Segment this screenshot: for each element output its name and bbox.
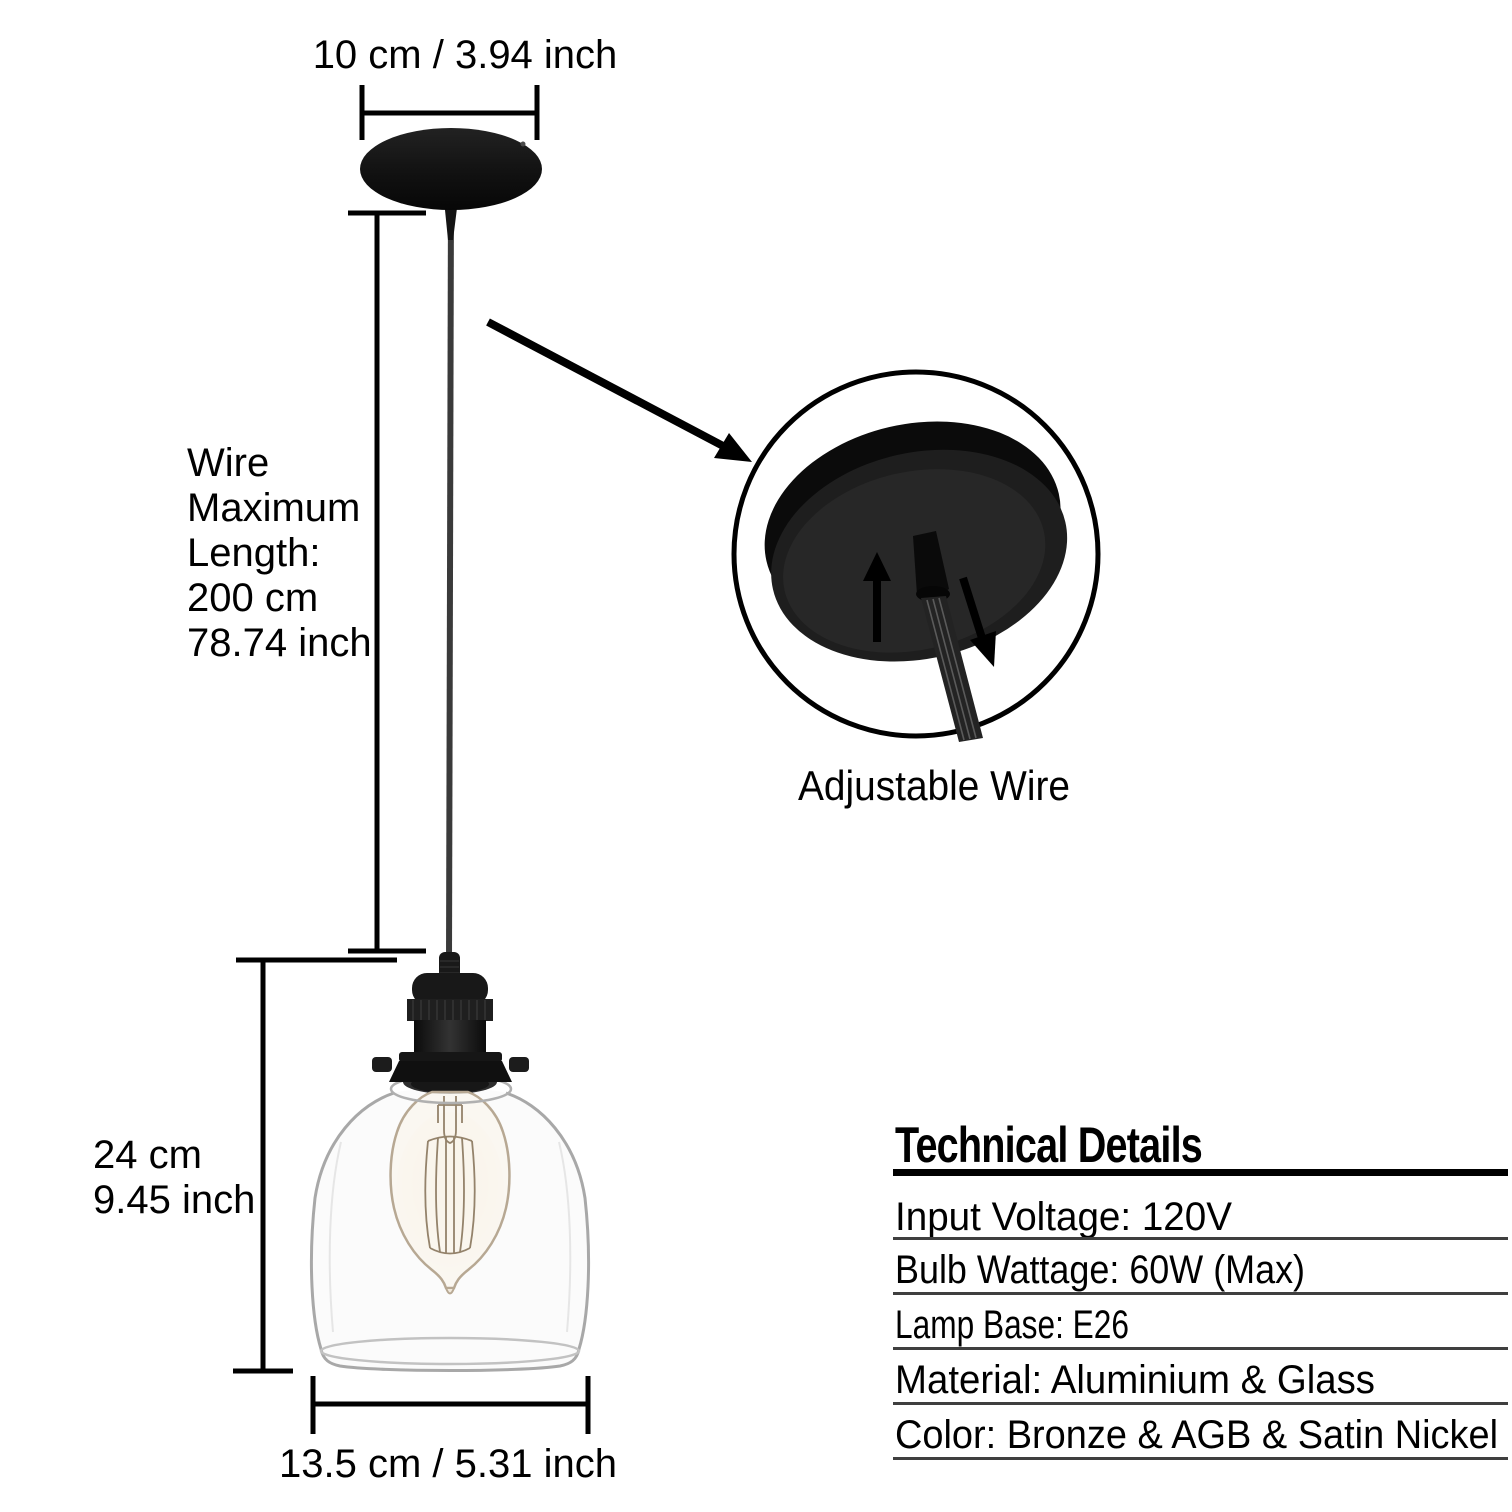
table-row: Bulb Wattage: 60W (Max) [893,1248,1508,1295]
table-row: Color: Bronze & AGB & Satin Nickel [893,1413,1508,1460]
shade-holder-flange [399,1052,502,1062]
socket-ribbed-band [407,999,493,1021]
row-color: Color: Bronze & AGB & Satin Nickel [895,1413,1498,1457]
adjustable-wire-callout: Adjustable Wire [731,369,1101,809]
thumbscrew-left [372,1057,392,1072]
table-row: Input Voltage: 120V [893,1195,1508,1240]
row-input-voltage: Input Voltage: 120V [895,1195,1232,1239]
dimension-wire-length: Wire Maximum Length: 200 cm 78.74 inch [187,210,426,954]
wire-length-label-line4: 200 cm [187,576,318,620]
bulb-filament [424,1096,476,1255]
wire-length-label-line5: 78.74 inch [187,621,372,665]
shade-height-label-line2: 9.45 inch [93,1178,255,1222]
row-rule [893,1237,1508,1240]
table-row: Lamp Base: E26 [893,1303,1508,1350]
arrow-down-icon [959,576,996,667]
technical-details-title: Technical Details [895,1117,1202,1173]
wire-length-label-line2: Maximum [187,486,360,530]
leader-arrow-shaft [486,318,727,451]
callout-strain-relief [913,531,949,597]
shade-holder-skirt [389,1061,512,1082]
pendant-lamp [309,952,591,1372]
pendant-cord [446,189,454,961]
cord-grip-knob [439,952,460,978]
row-rule [893,1292,1508,1295]
row-material: Material: Aluminium & Glass [895,1358,1375,1402]
dimension-shade-width: 13.5 cm / 5.31 inch [279,1376,617,1486]
glass-bottom-mouth [319,1336,581,1366]
table-row: Material: Aluminium & Glass [893,1358,1508,1405]
braided-wire-strands [926,597,977,741]
dimension-shade-height: 24 cm 9.45 inch [93,957,397,1374]
ceiling-canopy [360,128,542,240]
row-rule [893,1457,1508,1460]
wire-length-label-line1: Wire [187,441,269,485]
canopy-disc [360,128,542,210]
cord-strain-relief [444,200,458,240]
socket-band-ribs [412,1000,486,1020]
canopy-underside-inner [783,469,1046,653]
leader-arrow-head [714,433,752,462]
row-bulb-wattage: Bulb Wattage: 60W (Max) [895,1248,1305,1292]
shade-height-label-line1: 24 cm [93,1133,202,1177]
row-lamp-base: Lamp Base: E26 [895,1303,1129,1347]
socket-cylinder [414,1020,486,1056]
dimension-canopy-width: 10 cm / 3.94 inch [313,33,618,140]
bulb-tip [444,1287,456,1295]
arrow-up-icon [863,552,891,642]
glass-reflections [328,1141,572,1333]
socket-dome-cap [412,973,488,1005]
leader-arrow-icon [486,318,752,462]
row-rule [893,1347,1508,1350]
shade-width-label: 13.5 cm / 5.31 inch [279,1442,617,1486]
canopy-screw-hole [520,141,526,147]
glass-shade-outline [309,1091,591,1372]
title-rule [893,1169,1508,1176]
adjustable-wire-caption: Adjustable Wire [798,762,1070,809]
wire-length-label-line3: Length: [187,531,320,575]
braided-wire [921,596,983,742]
socket-assembly [372,952,529,1082]
thumbscrew-right [509,1057,529,1072]
edison-bulb [389,1090,511,1295]
technical-details-table: Technical Details Input Voltage: 120V Bu… [893,1117,1508,1460]
canopy-width-label: 10 cm / 3.94 inch [313,33,618,77]
row-rule [893,1402,1508,1405]
